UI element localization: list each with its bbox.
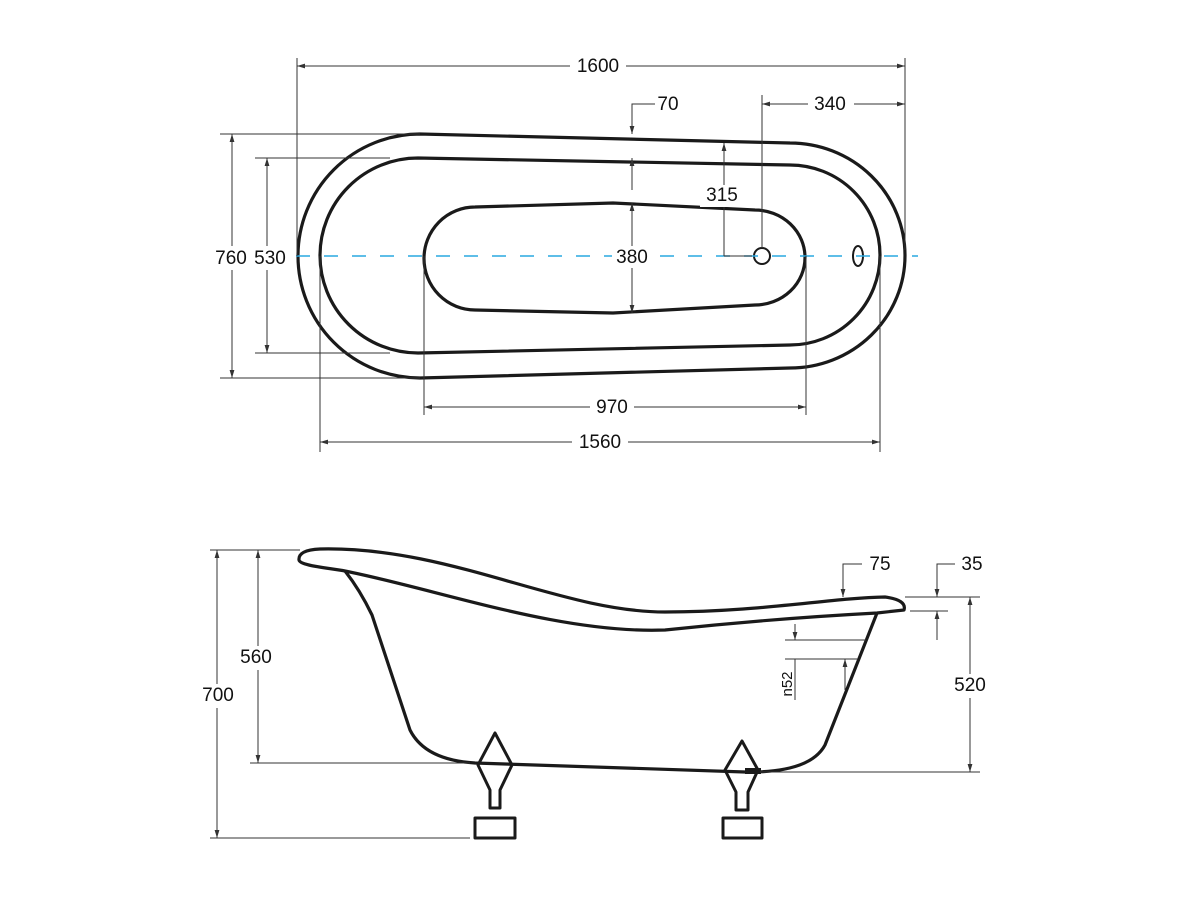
dim-overflow: n52 [779, 624, 866, 700]
dim-label: 1560 [579, 432, 621, 453]
dim-rim-thickness: 75 [840, 554, 891, 597]
dim-label: 35 [961, 554, 982, 575]
dim-inner-height: 560 [236, 550, 470, 764]
side-view: 700 560 520 75 35 [197, 547, 992, 840]
dim-rim-edge: 35 [910, 554, 983, 640]
tub-rim-profile [297, 547, 906, 632]
dim-drain-from-end: 340 [761, 93, 905, 248]
dim-label: 970 [596, 397, 628, 418]
dim-label: 75 [869, 554, 890, 575]
dim-label: 520 [954, 675, 986, 696]
dim-overall-width: 760 [212, 133, 420, 379]
tub-inner-rim [318, 156, 882, 355]
dim-label: 560 [240, 647, 272, 668]
dim-rim-width: 70 [629, 94, 679, 190]
dim-label: 315 [706, 185, 738, 206]
dim-label: 70 [657, 94, 678, 115]
tub-outer-outline [296, 132, 907, 380]
left-foot [473, 731, 517, 840]
dim-label: 380 [616, 247, 648, 268]
dim-label: 530 [254, 248, 286, 269]
dim-label: 1600 [577, 56, 619, 77]
tub-basin [422, 201, 807, 315]
dim-inner-width: 530 [253, 157, 390, 354]
tub-body-profile [343, 570, 879, 774]
dim-label: 760 [215, 248, 247, 269]
right-foot [721, 739, 764, 840]
dim-rim-height: 520 [760, 596, 992, 773]
dim-label: 340 [814, 94, 846, 115]
dim-overall-length: 1600 [296, 55, 906, 256]
dim-drain-offset: 315 [700, 143, 752, 257]
dim-overall-height: 700 [197, 549, 470, 839]
dim-label: 700 [202, 685, 234, 706]
dim-basin-length: 970 [423, 256, 807, 418]
waste-outlet [745, 768, 761, 774]
dim-label: n52 [779, 671, 796, 696]
top-view: 1600 70 340 315 380 [212, 55, 918, 453]
dim-inner-length: 1560 [319, 256, 881, 453]
dim-basin-width: 380 [612, 203, 652, 313]
